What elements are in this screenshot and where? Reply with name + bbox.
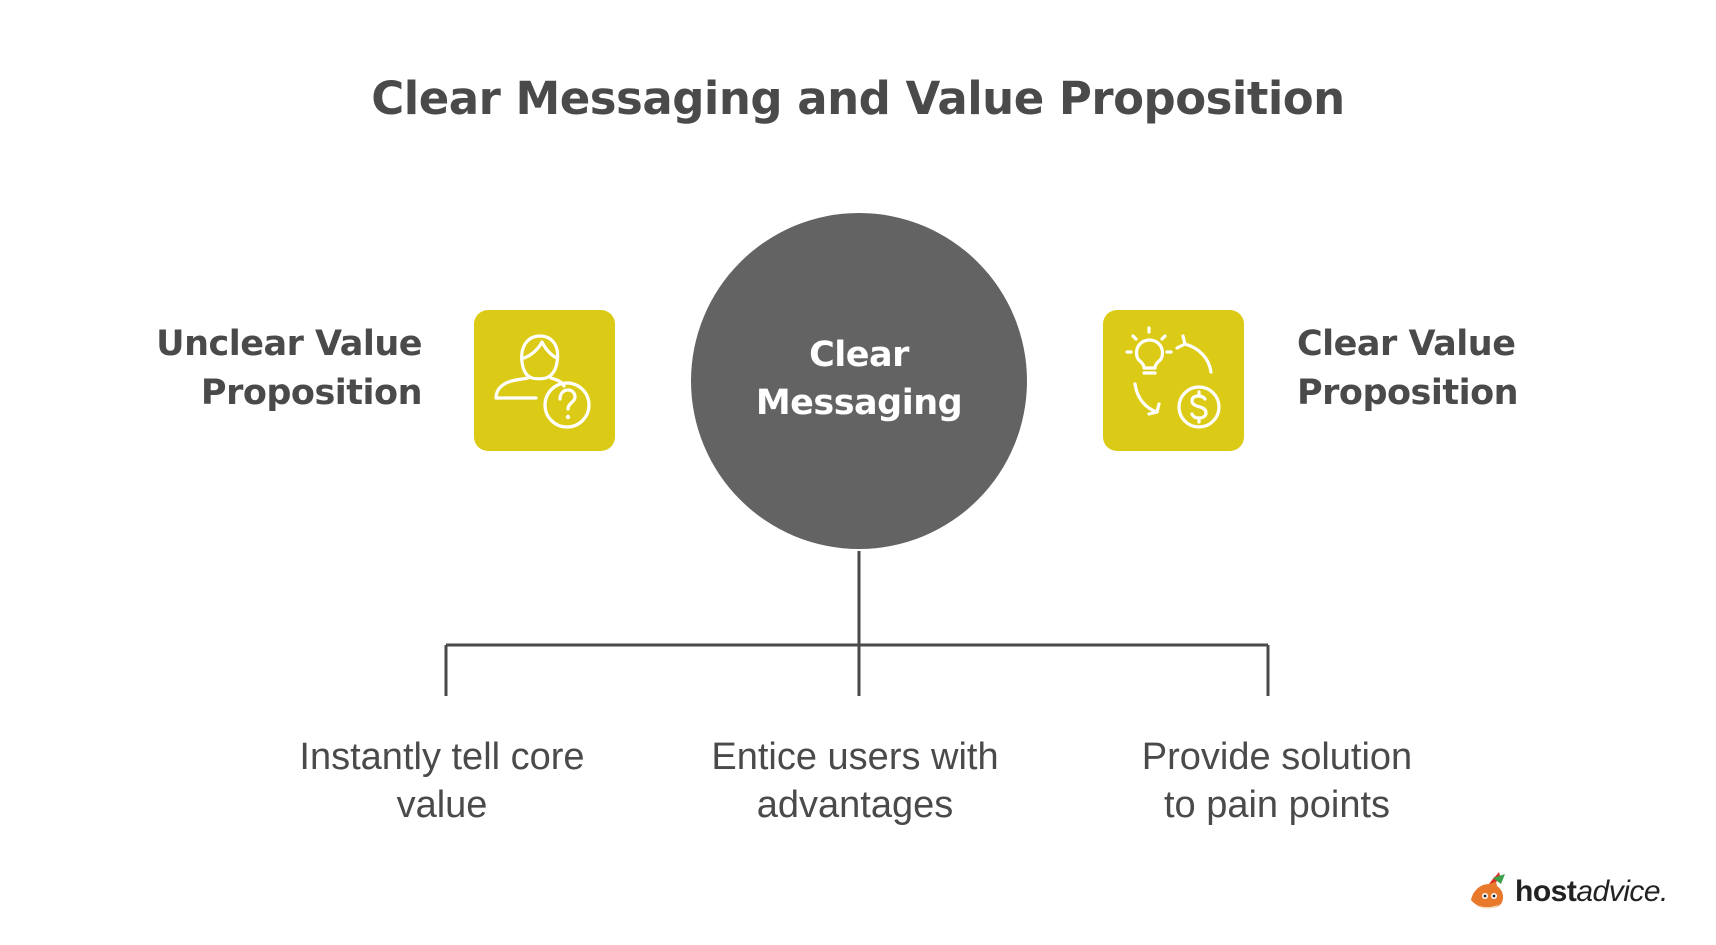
brand-host: host [1515, 875, 1577, 908]
child-instantly-tell-core-value: Instantly tell core value [299, 736, 585, 826]
brand-wordmark: hostadvice. [1515, 875, 1668, 909]
clear-messaging-label: Clear Messaging [755, 335, 963, 423]
brand-advice: advice. [1576, 875, 1668, 908]
clear-value-proposition-label: Clear Value Proposition [1297, 324, 1519, 413]
person-question-icon [494, 334, 591, 429]
hostadvice-logo: hostadvice. [1465, 868, 1668, 916]
unclear-value-proposition-node [474, 310, 615, 451]
clear-value-proposition-node [1103, 310, 1244, 451]
child-entice-users-with-advantages: Entice users with advantages [711, 736, 999, 826]
fox-mascot-icon [1471, 872, 1505, 909]
unclear-value-proposition-label: Unclear Value Proposition [156, 324, 422, 413]
diagram-title: Clear Messaging and Value Proposition [371, 72, 1345, 125]
clear-messaging-node: Clear Messaging [691, 213, 1027, 549]
idea-to-money-cycle-icon [1125, 326, 1221, 429]
child-provide-solution-to-pain-points: Provide solution to pain points [1141, 736, 1413, 826]
